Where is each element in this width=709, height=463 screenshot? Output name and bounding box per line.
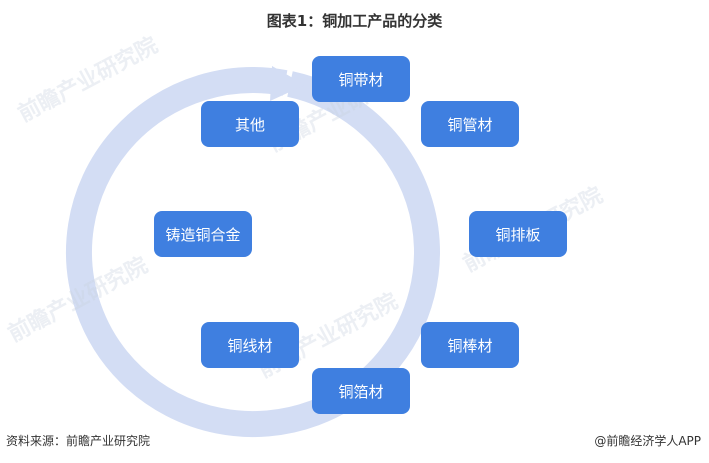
chart-title: 图表1：铜加工产品的分类 <box>266 12 443 30</box>
node-cast-copper-alloy: 铸造铜合金 <box>154 211 252 257</box>
node-copper-strip: 铜带材 <box>312 56 410 102</box>
node-copper-wire: 铜线材 <box>201 322 299 368</box>
node-copper-rod: 铜棒材 <box>421 322 519 368</box>
node-other: 其他 <box>201 101 299 147</box>
source-note: 资料来源：前瞻产业研究院 <box>6 434 151 448</box>
brand-credit: @前瞻经济学人APP <box>594 434 701 448</box>
node-copper-tube: 铜管材 <box>421 101 519 147</box>
node-copper-busbar: 铜排板 <box>469 211 567 257</box>
node-copper-foil: 铜箔材 <box>312 368 410 414</box>
